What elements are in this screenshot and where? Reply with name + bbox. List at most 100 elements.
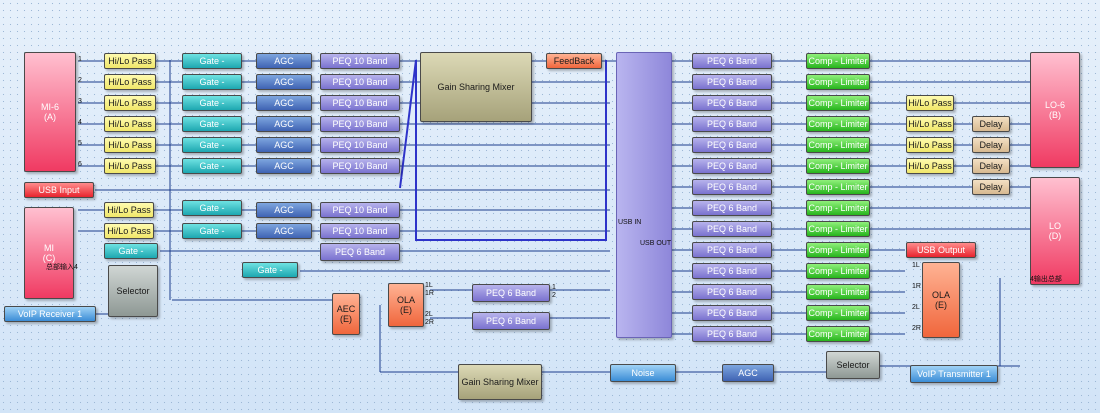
gate-block-5[interactable]: Gate - [182, 137, 242, 153]
agc-block-4[interactable]: AGC [256, 116, 312, 132]
noise-block[interactable]: Noise [610, 364, 676, 382]
hilo-block-4[interactable]: Hi/Lo Pass [104, 116, 156, 132]
comp-limiter-14[interactable]: Comp - Limiter [806, 326, 870, 342]
agc-block-bottom[interactable]: AGC [722, 364, 774, 382]
comp-limiter-11[interactable]: Comp - Limiter [806, 263, 870, 279]
agc-block-8[interactable]: AGC [256, 223, 312, 239]
comp-limiter-7[interactable]: Comp - Limiter [806, 179, 870, 195]
gate-label: Gate - [199, 77, 225, 87]
selector-block-left[interactable]: Selector [108, 265, 158, 317]
peq6-out-11[interactable]: PEQ 6 Band [692, 263, 772, 279]
delay-4[interactable]: Delay [972, 179, 1010, 195]
comp-limiter-3[interactable]: Comp - Limiter [806, 95, 870, 111]
lo6-output-block[interactable]: LO-6 (B) [1030, 52, 1080, 168]
comp-limiter-2[interactable]: Comp - Limiter [806, 74, 870, 90]
peq10-block-6[interactable]: PEQ 10 Band [320, 158, 400, 174]
mi6-input-block[interactable]: MI-6 (A) [24, 52, 76, 172]
peq6-block-mid-2[interactable]: PEQ 6 Band [472, 312, 550, 330]
lo6-label: LO-6 (B) [1044, 100, 1065, 120]
gate-label: Gate - [199, 56, 225, 66]
ola-in-2l: 2L [425, 311, 433, 318]
peq6-out-9[interactable]: PEQ 6 Band [692, 221, 772, 237]
gate-block-c[interactable]: Gate - [104, 243, 158, 259]
gain-sharing-mixer-top[interactable]: Gain Sharing Mixer [420, 52, 532, 122]
hilo-block-2[interactable]: Hi/Lo Pass [104, 74, 156, 90]
peq6-out-7[interactable]: PEQ 6 Band [692, 179, 772, 195]
delay-2[interactable]: Delay [972, 137, 1010, 153]
gate-block-4[interactable]: Gate - [182, 116, 242, 132]
usb-output-block[interactable]: USB Output [906, 242, 976, 258]
agc-block-2[interactable]: AGC [256, 74, 312, 90]
comp-limiter-4[interactable]: Comp - Limiter [806, 116, 870, 132]
peq6-out-2[interactable]: PEQ 6 Band [692, 74, 772, 90]
agc-block-5[interactable]: AGC [256, 137, 312, 153]
peq6-out-12[interactable]: PEQ 6 Band [692, 284, 772, 300]
mi-input-block[interactable]: MI (C) [24, 207, 74, 299]
hilo-block-7[interactable]: Hi/Lo Pass [104, 202, 154, 218]
peq6-label: PEQ 6 Band [706, 224, 758, 234]
usb-input-block[interactable]: USB Input [24, 182, 94, 198]
mi-label: MI (C) [42, 243, 56, 263]
peq10-block-7[interactable]: PEQ 10 Band [320, 202, 400, 218]
agc-block-7[interactable]: AGC [256, 202, 312, 218]
peq6-out-13[interactable]: PEQ 6 Band [692, 305, 772, 321]
hilo-block-1[interactable]: Hi/Lo Pass [104, 53, 156, 69]
gate-block-7[interactable]: Gate - [182, 200, 242, 216]
ola-block-left[interactable]: OLA (E) [388, 283, 424, 327]
peq6-label: PEQ 6 Band [706, 119, 758, 129]
comp-limiter-1[interactable]: Comp - Limiter [806, 53, 870, 69]
comp-limiter-13[interactable]: Comp - Limiter [806, 305, 870, 321]
peq10-block-8[interactable]: PEQ 10 Band [320, 223, 400, 239]
hilo-block-6[interactable]: Hi/Lo Pass [104, 158, 156, 174]
hilo-out-1[interactable]: Hi/Lo Pass [906, 95, 954, 111]
voip-transmitter-block[interactable]: VoIP Transmitter 1 [910, 365, 998, 383]
gate-block-8[interactable]: Gate - [182, 223, 242, 239]
hilo-out-3[interactable]: Hi/Lo Pass [906, 137, 954, 153]
hilo-block-3[interactable]: Hi/Lo Pass [104, 95, 156, 111]
peq10-block-5[interactable]: PEQ 10 Band [320, 137, 400, 153]
peq10-block-4[interactable]: PEQ 10 Band [320, 116, 400, 132]
peq6-out-1[interactable]: PEQ 6 Band [692, 53, 772, 69]
comp-limiter-12[interactable]: Comp - Limiter [806, 284, 870, 300]
hilo-block-5[interactable]: Hi/Lo Pass [104, 137, 156, 153]
selector-block-right[interactable]: Selector [826, 351, 880, 379]
gate-block-6[interactable]: Gate - [182, 158, 242, 174]
voip-receiver-block[interactable]: VoIP Receiver 1 [4, 306, 96, 322]
gate-block-3[interactable]: Gate - [182, 95, 242, 111]
lo-output-block[interactable]: LO (D) [1030, 177, 1080, 285]
peq6-out-6[interactable]: PEQ 6 Band [692, 158, 772, 174]
delay-label: Delay [979, 119, 1003, 129]
agc-block-1[interactable]: AGC [256, 53, 312, 69]
peq6-block-left[interactable]: PEQ 6 Band [320, 243, 400, 261]
aec-block[interactable]: AEC (E) [332, 293, 360, 335]
hilo-out-4[interactable]: Hi/Lo Pass [906, 158, 954, 174]
peq6-out-3[interactable]: PEQ 6 Band [692, 95, 772, 111]
comp-limiter-6[interactable]: Comp - Limiter [806, 158, 870, 174]
peq6-block-mid-1[interactable]: PEQ 6 Band [472, 284, 550, 302]
agc-block-6[interactable]: AGC [256, 158, 312, 174]
gate-block-9[interactable]: Gate - [242, 262, 298, 278]
peq6-out-14[interactable]: PEQ 6 Band [692, 326, 772, 342]
peq6-out-4[interactable]: PEQ 6 Band [692, 116, 772, 132]
peq10-block-1[interactable]: PEQ 10 Band [320, 53, 400, 69]
peq6-out-8[interactable]: PEQ 6 Band [692, 200, 772, 216]
feedback-block[interactable]: FeedBack [546, 53, 602, 69]
peq6-out-5[interactable]: PEQ 6 Band [692, 137, 772, 153]
hilo-out-2[interactable]: Hi/Lo Pass [906, 116, 954, 132]
comp-limiter-5[interactable]: Comp - Limiter [806, 137, 870, 153]
ola-block-right[interactable]: OLA (E) [922, 262, 960, 338]
comp-limiter-9[interactable]: Comp - Limiter [806, 221, 870, 237]
gate-block-2[interactable]: Gate - [182, 74, 242, 90]
routing-matrix[interactable] [616, 52, 672, 338]
agc-block-3[interactable]: AGC [256, 95, 312, 111]
comp-limiter-8[interactable]: Comp - Limiter [806, 200, 870, 216]
gain-sharing-mixer-bottom[interactable]: Gain Sharing Mixer [458, 364, 542, 400]
delay-1[interactable]: Delay [972, 116, 1010, 132]
peq6-out-10[interactable]: PEQ 6 Band [692, 242, 772, 258]
hilo-block-8[interactable]: Hi/Lo Pass [104, 223, 154, 239]
gate-block-1[interactable]: Gate - [182, 53, 242, 69]
comp-limiter-10[interactable]: Comp - Limiter [806, 242, 870, 258]
delay-3[interactable]: Delay [972, 158, 1010, 174]
peq10-block-2[interactable]: PEQ 10 Band [320, 74, 400, 90]
peq10-block-3[interactable]: PEQ 10 Band [320, 95, 400, 111]
